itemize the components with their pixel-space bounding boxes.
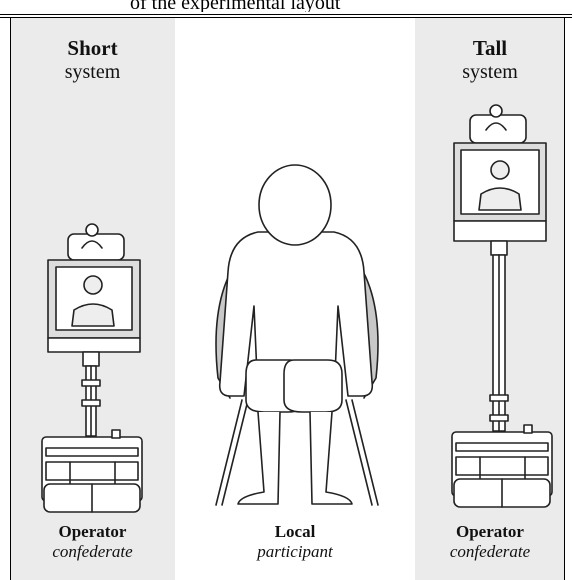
tall-confederate-label: confederate	[449, 542, 531, 561]
short-operator-label: Operator	[58, 522, 127, 541]
top-rule-inner	[0, 17, 572, 18]
participant-label: participant	[257, 542, 333, 561]
tall-system-label: system	[462, 61, 518, 83]
participant-figure	[215, 164, 379, 506]
tall-operator-label: Operator	[456, 522, 524, 541]
tall-system-heading: Tall system	[415, 36, 565, 84]
tall-caption: Operator confederate	[415, 522, 565, 562]
tall-robot-icon	[451, 104, 553, 508]
short-system-label: system	[64, 61, 121, 83]
short-robot-icon	[41, 223, 143, 513]
top-rule	[0, 14, 572, 15]
middle-caption: Local participant	[175, 522, 415, 562]
tall-label: Tall	[472, 36, 508, 60]
left-border	[10, 18, 11, 580]
short-confederate-label: confederate	[52, 542, 133, 561]
short-label: Short	[67, 36, 118, 60]
local-label: Local	[274, 522, 316, 541]
top-cut-text: of the experimental layout	[130, 0, 341, 12]
right-border	[564, 18, 565, 580]
short-system-heading: Short system	[10, 36, 175, 84]
short-caption: Operator confederate	[10, 522, 175, 562]
